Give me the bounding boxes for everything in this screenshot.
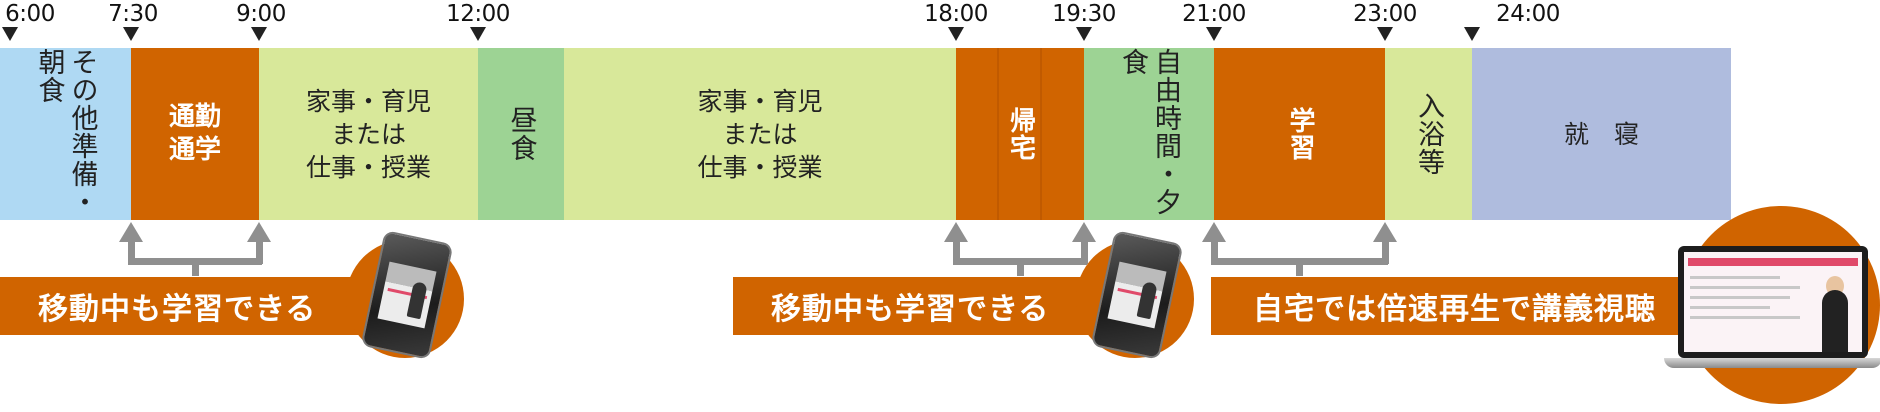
connector-commute: [0, 222, 1880, 276]
time-label-2300: 23:00: [1353, 1, 1417, 27]
tick-2400: [1464, 27, 1480, 41]
segment-return-home: 帰宅: [956, 48, 1084, 220]
time-label-1930: 19:30: [1052, 1, 1116, 27]
segment-label: 自由時間・夕食: [1117, 48, 1181, 216]
time-label-1200: 12:00: [446, 1, 510, 27]
segment-sleep: 就 寝: [1472, 48, 1731, 220]
tick-0900: [251, 27, 267, 41]
segment-commute: 通勤 通学: [131, 48, 259, 220]
banner-mobile-study-1: 移動中も学習できる: [0, 277, 370, 335]
segment-label: 帰宅: [1005, 107, 1036, 161]
banner-text: 移動中も学習できる: [38, 292, 317, 327]
time-label-0600: 6:00: [5, 1, 55, 27]
segment-study: 学習: [1214, 48, 1385, 220]
segment-label: 就 寝: [1563, 119, 1639, 149]
segment-label: 家事・育児 または 仕事・授業: [697, 86, 823, 182]
segment-housework-afternoon: 家事・育児 または 仕事・授業: [564, 48, 956, 220]
connector-study: [0, 222, 1880, 276]
tick-0730: [123, 27, 139, 41]
banner-mobile-study-2: 移動中も学習できる: [733, 277, 1103, 335]
time-label-0900: 9:00: [236, 1, 286, 27]
segment-housework-morning: 家事・育児 または 仕事・授業: [259, 48, 478, 220]
banner-home-playback: 自宅では倍速再生で講義視聴: [1211, 277, 1701, 335]
time-label-1800: 18:00: [924, 1, 988, 27]
tick-2300: [1377, 27, 1393, 41]
banner-text: 自宅では倍速再生で講義視聴: [1253, 292, 1656, 327]
tick-1930: [1076, 27, 1092, 41]
tick-0600: [2, 27, 18, 41]
tick-1200: [470, 27, 486, 41]
segment-lunch: 昼食: [478, 48, 564, 220]
banner-text: 移動中も学習できる: [771, 292, 1050, 327]
tick-1800: [948, 27, 964, 41]
segment-label: その他準備・朝食: [33, 48, 98, 216]
segment-label: 通勤 通学: [168, 102, 221, 165]
time-label-2400: 24:00: [1496, 1, 1560, 27]
segment-label: 入浴等: [1413, 92, 1444, 176]
segment-morning-prep: その他準備・朝食: [0, 48, 131, 220]
segment-label: 学習: [1285, 107, 1315, 161]
time-label-0730: 7:30: [108, 1, 158, 27]
segment-bath: 入浴等: [1385, 48, 1472, 220]
laptop-icon: [1664, 246, 1880, 368]
tick-2100: [1206, 27, 1222, 41]
segment-label: 昼食: [505, 106, 537, 162]
connector-return-home: [0, 222, 1880, 276]
segment-free-time-dinner: 自由時間・夕食: [1084, 48, 1214, 220]
segment-label: 家事・育児 または 仕事・授業: [305, 86, 431, 182]
time-label-2100: 21:00: [1182, 1, 1246, 27]
